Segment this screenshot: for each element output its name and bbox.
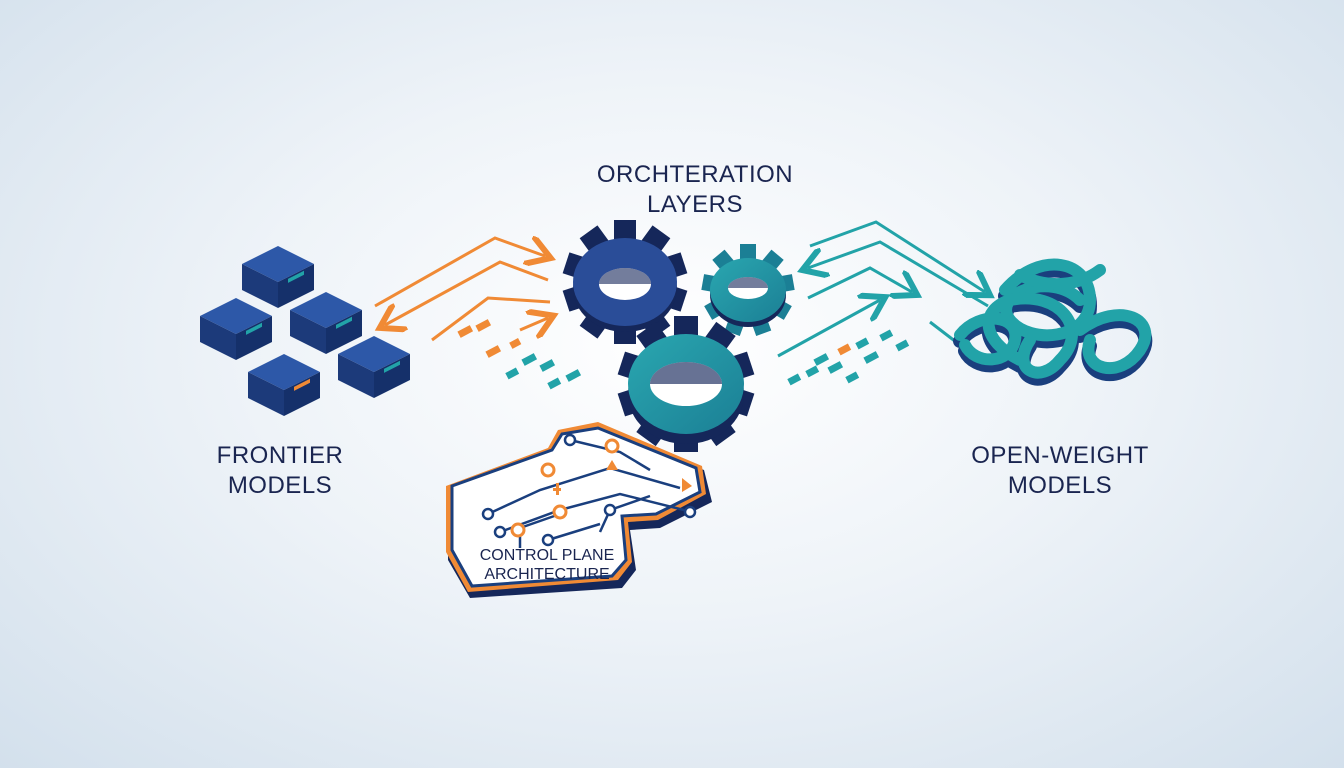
server-block-icon — [242, 246, 314, 308]
gear-icon — [562, 220, 688, 344]
open-weight-label-line2: MODELS — [1007, 472, 1113, 499]
open-weight-arrows — [777, 220, 989, 358]
knot-network-icon — [953, 258, 1153, 386]
arrow-icon — [777, 300, 880, 358]
server-block-icon — [200, 298, 272, 360]
control-plane-label-line2: ARCHITECTURE — [484, 566, 610, 583]
gear-icon — [617, 316, 755, 452]
server-block-icon — [338, 336, 410, 398]
control-plane-label: CONTROL PLANE ARCHITECTURE — [462, 546, 632, 584]
open-weight-label-line1: OPEN-WEIGHT — [971, 442, 1149, 469]
control-plane-label-line1: CONTROL PLANE — [479, 547, 615, 564]
data-packets-right — [787, 329, 910, 386]
frontier-label-line2: MODELS — [227, 472, 333, 499]
arrow-icon — [374, 238, 545, 308]
server-block-icon — [248, 354, 320, 416]
frontier-models-blocks — [200, 246, 410, 416]
orchestration-layers-label: ORCHTERATION LAYERS — [560, 160, 830, 220]
circuit-board-icon — [446, 422, 712, 598]
arrow-icon — [385, 260, 549, 325]
orchestration-gears — [562, 220, 795, 452]
frontier-models-label: FRONTIER MODELS — [190, 441, 370, 501]
server-block-icon — [290, 292, 362, 354]
arrow-icon — [431, 296, 551, 342]
arrow-icon — [808, 240, 989, 308]
orchestration-label-line2: LAYERS — [647, 191, 743, 218]
frontier-arrows — [374, 238, 551, 342]
open-weight-models-label: OPEN-WEIGHT MODELS — [940, 441, 1180, 501]
arrow-icon — [519, 318, 548, 330]
arrow-icon — [809, 220, 985, 292]
frontier-label-line1: FRONTIER — [216, 442, 344, 469]
gear-icon — [701, 244, 795, 336]
data-packets-left — [457, 319, 582, 390]
arrow-icon — [807, 266, 912, 300]
orchestration-label-line1: ORCHTERATION — [596, 161, 794, 188]
